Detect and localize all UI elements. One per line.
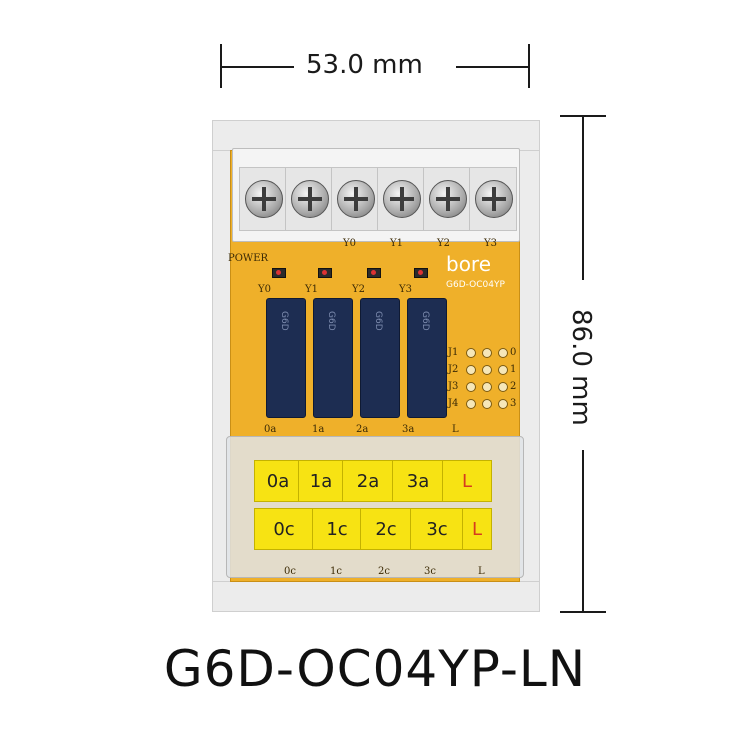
- jumper-pin[interactable]: [498, 382, 508, 392]
- screw-icon[interactable]: [429, 180, 467, 218]
- terminal-key-2a[interactable]: 2a: [342, 460, 394, 502]
- jumper-number: 0: [510, 347, 517, 358]
- led-label: Y2: [352, 284, 365, 295]
- screw-icon[interactable]: [475, 180, 513, 218]
- terminal-cover: [226, 436, 524, 578]
- jumper-pin[interactable]: [482, 399, 492, 409]
- terminal-key-3c[interactable]: 3c: [410, 508, 464, 550]
- bottom-row-silk-label: L: [478, 566, 485, 577]
- bottom-row-silk-label: 2c: [378, 566, 390, 577]
- relay-label: G6D: [373, 311, 383, 331]
- power-label: POWER: [228, 253, 269, 264]
- jumper-pin[interactable]: [498, 348, 508, 358]
- terminal-cell: [239, 167, 287, 231]
- width-label: 53.0 mm: [306, 50, 423, 80]
- relay-label: G6D: [279, 311, 289, 331]
- terminal-key-0a[interactable]: 0a: [254, 460, 302, 502]
- jumper-label: J3: [448, 381, 459, 392]
- terminal-key-3a[interactable]: 3a: [392, 460, 444, 502]
- led-icon: [414, 268, 428, 278]
- relay: G6D: [266, 298, 306, 418]
- output-label: Y0: [343, 238, 356, 249]
- jumper-pin[interactable]: [466, 399, 476, 409]
- board-model-label: G6D-OC04YP: [446, 280, 505, 290]
- terminal-cell: [423, 167, 471, 231]
- top-row-silk-label: 2a: [356, 424, 369, 435]
- product-model-title: G6D-OC04YP-LN: [163, 640, 587, 698]
- terminal-key-l-bottom[interactable]: L: [462, 508, 492, 550]
- terminal-key-2c[interactable]: 2c: [360, 508, 412, 550]
- height-line-top: [582, 117, 584, 280]
- screw-terminal-block: [232, 148, 520, 242]
- screw-icon[interactable]: [383, 180, 421, 218]
- relay: G6D: [407, 298, 447, 418]
- terminal-cell: [285, 167, 333, 231]
- relay-label: G6D: [326, 311, 336, 331]
- terminal-key-l-top[interactable]: L: [442, 460, 492, 502]
- relay: G6D: [313, 298, 353, 418]
- led-label: Y3: [399, 284, 412, 295]
- brand-logo: bore: [446, 252, 492, 276]
- jumper-pin[interactable]: [466, 365, 476, 375]
- bottom-row-silk-label: 3c: [424, 566, 436, 577]
- terminal-key-1c[interactable]: 1c: [312, 508, 362, 550]
- height-line-bottom: [582, 450, 584, 611]
- width-line-right: [456, 66, 528, 68]
- top-row-silk-label: L: [452, 424, 459, 435]
- screw-icon[interactable]: [291, 180, 329, 218]
- top-row-silk-label: 1a: [312, 424, 325, 435]
- width-right-tick: [528, 44, 530, 88]
- led-label: Y1: [305, 284, 318, 295]
- width-left-tick: [220, 44, 222, 88]
- top-row-silk-label: 3a: [402, 424, 415, 435]
- jumper-number: 3: [510, 398, 517, 409]
- jumper-number: 1: [510, 364, 517, 375]
- screw-icon[interactable]: [337, 180, 375, 218]
- jumper-pin[interactable]: [498, 365, 508, 375]
- height-label: 86.0 mm: [566, 309, 596, 426]
- power-led-icon: [272, 268, 286, 278]
- relay: G6D: [360, 298, 400, 418]
- output-label: Y3: [484, 238, 497, 249]
- width-line-left: [222, 66, 294, 68]
- jumper-label: J2: [448, 364, 459, 375]
- jumper-pin[interactable]: [482, 365, 492, 375]
- jumper-pin[interactable]: [466, 348, 476, 358]
- terminal-cell: [377, 167, 425, 231]
- rail-bottom: [212, 578, 540, 612]
- terminal-key-1a[interactable]: 1a: [298, 460, 344, 502]
- led-icon: [367, 268, 381, 278]
- jumper-pin[interactable]: [498, 399, 508, 409]
- output-label: Y1: [390, 238, 403, 249]
- terminal-cell: [331, 167, 379, 231]
- terminal-cell: [469, 167, 517, 231]
- output-label: Y2: [437, 238, 450, 249]
- top-row-silk-label: 0a: [264, 424, 277, 435]
- bottom-row-silk-label: 1c: [330, 566, 342, 577]
- jumper-label: J4: [448, 398, 459, 409]
- jumper-pin[interactable]: [482, 382, 492, 392]
- height-bottom-tick: [560, 611, 606, 613]
- relay-label: G6D: [420, 311, 430, 331]
- led-label: Y0: [258, 284, 271, 295]
- jumper-pin[interactable]: [466, 382, 476, 392]
- jumper-pin[interactable]: [482, 348, 492, 358]
- jumper-label: J1: [448, 347, 459, 358]
- height-top-tick: [560, 115, 606, 117]
- led-icon: [318, 268, 332, 278]
- jumper-number: 2: [510, 381, 517, 392]
- terminal-key-0c[interactable]: 0c: [254, 508, 314, 550]
- screw-icon[interactable]: [245, 180, 283, 218]
- bottom-row-silk-label: 0c: [284, 566, 296, 577]
